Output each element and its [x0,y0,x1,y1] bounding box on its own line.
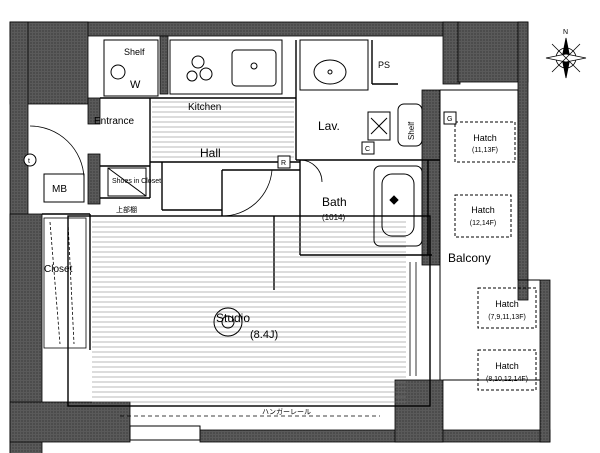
svg-text:(8,10,12,14F): (8,10,12,14F) [486,376,528,383]
label-hanger-rail: ハンガーレール [262,407,311,416]
svg-text:Hatch: Hatch [495,299,519,309]
label-upper-shelf: 上部棚 [116,205,137,214]
label-lav-shelf: Shelf [407,121,416,140]
label-closet: Closet [44,264,73,275]
label-hall: Hall [200,146,221,160]
label-bath-size: (1014) [322,213,345,222]
label-entrance: Entrance [94,116,134,127]
label-wic: W [130,79,141,91]
interior-walls [42,40,440,407]
svg-text:Hatch: Hatch [473,133,497,143]
studio-floor-lines [92,221,406,403]
svg-text:t: t [28,158,30,165]
hatch-box-3: Hatch (7,9,11,13F) [477,287,537,329]
label-ps: PS [378,60,390,70]
hall-floor-lines [152,101,294,158]
label-shoes-closet: Shoes in Closet [112,178,161,185]
door-swings [29,125,323,217]
mb-box [43,173,85,203]
marker-t: t [23,153,37,167]
shelf-wic [103,39,159,97]
balcony-area [439,89,540,381]
label-studio-size: (8.4J) [250,329,278,341]
ceiling-light [213,307,243,337]
marker-r2: C [361,141,375,155]
window [129,425,201,441]
hatch-box-1: Hatch (11,13F) [454,121,516,163]
svg-text:G: G [447,116,452,123]
lav-sink [299,39,369,91]
label-kitchen: Kitchen [188,102,221,113]
label-shelf: Shelf [124,47,145,57]
balcony-door [409,262,417,376]
shoes-closet [107,167,147,197]
svg-text:Hatch: Hatch [495,361,519,371]
svg-text:C: C [365,146,370,153]
svg-text:(11,13F): (11,13F) [472,147,498,154]
svg-text:(7,9,11,13F): (7,9,11,13F) [488,314,526,321]
compass-icon: N [545,29,587,79]
label-lav: Lav. [318,119,340,133]
marker-r1: R [277,155,291,169]
toilet [367,103,423,147]
closet-area [43,217,87,349]
svg-text:R: R [281,160,286,167]
label-mb: MB [52,184,67,195]
kitchen-counter [169,39,283,95]
svg-text:Hatch: Hatch [471,205,495,215]
marker-g: G [443,111,457,125]
label-balcony: Balcony [448,251,491,265]
hatch-box-2: Hatch (12,14F) [454,194,512,238]
label-studio: Studio [216,311,250,325]
svg-text:(12,14F): (12,14F) [470,220,496,227]
bathtub [373,165,423,247]
exterior-walls [9,21,551,453]
label-bath: Bath [322,195,347,209]
hatch-box-4: Hatch (8,10,12,14F) [477,349,537,391]
svg-text:N: N [563,29,568,36]
